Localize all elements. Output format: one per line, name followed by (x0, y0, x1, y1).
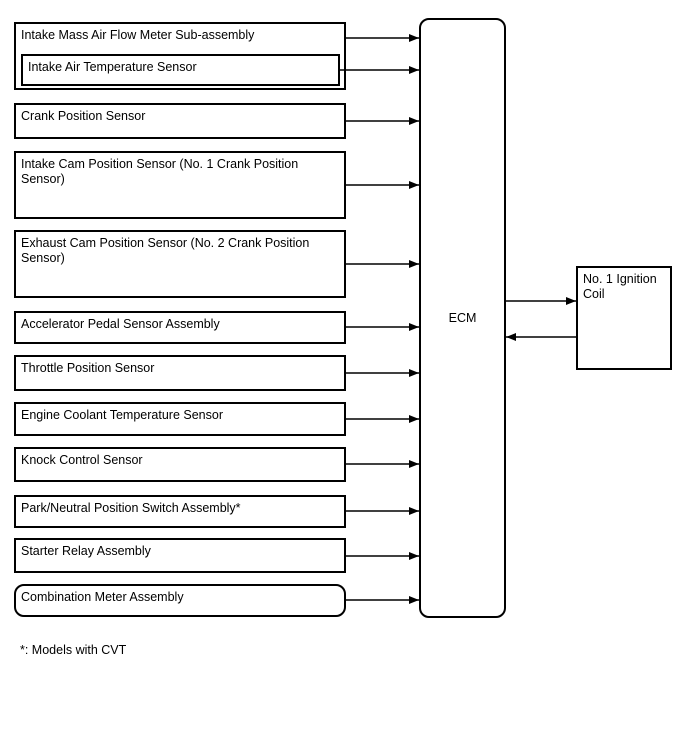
box-engine-coolant-temperature-sensor-label: Engine Coolant Temperature Sensor (21, 408, 223, 422)
box-intake-cam-position-sensor-label: Intake Cam Position Sensor (No. 1 Crank … (21, 157, 299, 186)
box-park-neutral-position-switch-label: Park/Neutral Position Switch Assembly* (21, 501, 241, 515)
box-ecm-label: ECM (448, 310, 477, 325)
box-no1-ignition-coil: No. 1 Ignition Coil (576, 266, 672, 370)
box-combination-meter-assembly-label: Combination Meter Assembly (21, 590, 184, 604)
box-exhaust-cam-position-sensor: Exhaust Cam Position Sensor (No. 2 Crank… (14, 230, 346, 298)
box-crank-position-sensor: Crank Position Sensor (14, 103, 346, 139)
box-park-neutral-position-switch: Park/Neutral Position Switch Assembly* (14, 495, 346, 528)
box-exhaust-cam-position-sensor-label: Exhaust Cam Position Sensor (No. 2 Crank… (21, 236, 310, 265)
box-intake-air-temperature-sensor: Intake Air Temperature Sensor (21, 54, 340, 86)
box-engine-coolant-temperature-sensor: Engine Coolant Temperature Sensor (14, 402, 346, 436)
footnote-models-with-cvt: *: Models with CVT (20, 643, 127, 657)
box-intake-cam-position-sensor: Intake Cam Position Sensor (No. 1 Crank … (14, 151, 346, 219)
box-crank-position-sensor-label: Crank Position Sensor (21, 109, 146, 123)
box-knock-control-sensor: Knock Control Sensor (14, 447, 346, 482)
box-ecm: ECM (419, 18, 506, 618)
box-starter-relay-assembly: Starter Relay Assembly (14, 538, 346, 573)
box-accelerator-pedal-sensor-label: Accelerator Pedal Sensor Assembly (21, 317, 220, 331)
box-combination-meter-assembly: Combination Meter Assembly (14, 584, 346, 617)
box-no1-ignition-coil-label: No. 1 Ignition Coil (583, 272, 657, 301)
box-throttle-position-sensor: Throttle Position Sensor (14, 355, 346, 391)
box-starter-relay-assembly-label: Starter Relay Assembly (21, 544, 151, 558)
box-intake-mass-air-flow-meter-label: Intake Mass Air Flow Meter Sub-assembly (21, 28, 255, 42)
box-intake-air-temperature-sensor-label: Intake Air Temperature Sensor (28, 60, 197, 74)
box-knock-control-sensor-label: Knock Control Sensor (21, 453, 143, 467)
box-throttle-position-sensor-label: Throttle Position Sensor (21, 361, 155, 375)
box-accelerator-pedal-sensor: Accelerator Pedal Sensor Assembly (14, 311, 346, 344)
